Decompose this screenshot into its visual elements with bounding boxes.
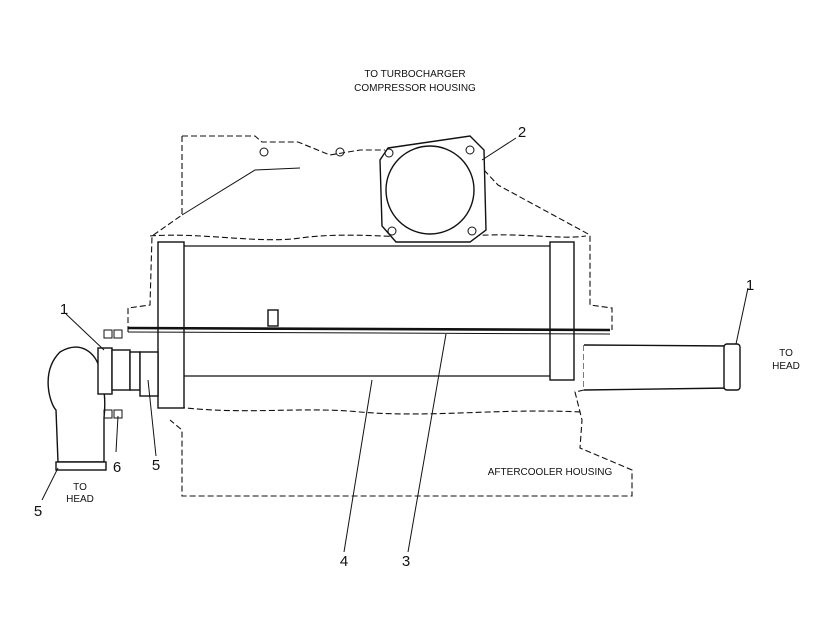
turbo-label-line1: TO TURBOCHARGER (364, 69, 465, 80)
right-tube (583, 343, 741, 391)
callout-1-left: 1 (60, 301, 68, 318)
callout-3: 3 (402, 553, 410, 570)
callout-2: 2 (518, 124, 526, 141)
callout-5-mid: 5 (152, 457, 160, 474)
to-head-left-line2: HEAD (66, 494, 94, 505)
seal-line (127, 326, 611, 335)
aftercooler-housing-label: AFTERCOOLER HOUSING (488, 467, 613, 478)
aftercooler-housing-outline (127, 135, 633, 497)
to-head-left-line1: TO (73, 482, 87, 493)
callout-6: 6 (113, 459, 121, 476)
callout-5-left: 5 (34, 503, 42, 520)
callout-4: 4 (340, 553, 348, 570)
callout-1-right: 1 (746, 277, 754, 294)
left-elbow-tube (47, 329, 159, 471)
compressor-flange (379, 135, 487, 243)
leader-lines (41, 137, 749, 553)
to-head-right-line1: TO (779, 348, 793, 359)
turbo-label-line2: COMPRESSOR HOUSING (354, 83, 476, 94)
to-head-right-line2: HEAD (772, 361, 800, 372)
aftercooler-core (157, 241, 575, 409)
